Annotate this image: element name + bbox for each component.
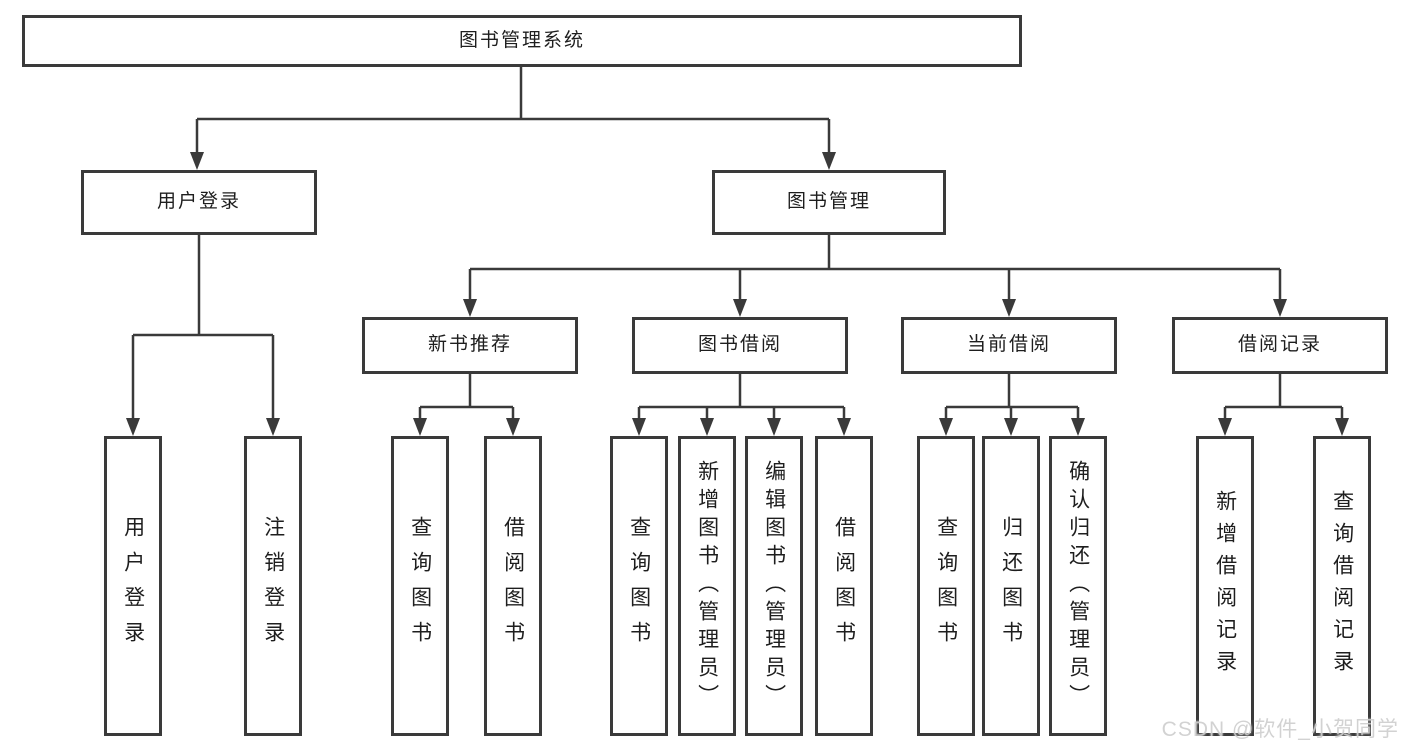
leaf-query-books-recommend: 查询图书 <box>391 436 449 736</box>
node-library-management-system: 图书管理系统 <box>22 15 1022 67</box>
node-new-book-recommend: 新书推荐 <box>362 317 578 374</box>
node-current-borrow: 当前借阅 <box>901 317 1117 374</box>
node-borrow-records: 借阅记录 <box>1172 317 1388 374</box>
connector-root <box>190 67 836 170</box>
leaf-borrow-books-recommend: 借阅图书 <box>484 436 542 736</box>
leaf-query-books-borrow: 查询图书 <box>610 436 668 736</box>
leaf-confirm-return-admin: 确认归还（管理员） <box>1049 436 1107 736</box>
node-book-borrow: 图书借阅 <box>632 317 848 374</box>
connector-borrow-records <box>1218 374 1349 436</box>
leaf-query-books-current: 查询图书 <box>917 436 975 736</box>
node-book-management: 图书管理 <box>712 170 946 235</box>
leaf-logout: 注销登录 <box>244 436 302 736</box>
leaf-borrow-books-borrow: 借阅图书 <box>815 436 873 736</box>
connector-new-book-recommend <box>413 374 520 436</box>
leaf-add-borrow-record: 新增借阅记录 <box>1196 436 1254 736</box>
leaf-return-books: 归还图书 <box>982 436 1040 736</box>
connector-current-borrow <box>939 374 1085 436</box>
node-user-login: 用户登录 <box>81 170 317 235</box>
connector-user-login <box>126 235 280 436</box>
connector-book-management <box>463 235 1287 317</box>
leaf-edit-book-admin: 编辑图书（管理员） <box>745 436 803 736</box>
leaf-query-borrow-record: 查询借阅记录 <box>1313 436 1371 736</box>
csdn-watermark: CSDN @软件_小贺同学 <box>1161 718 1399 741</box>
leaf-add-book-admin: 新增图书（管理员） <box>678 436 736 736</box>
leaf-user-login: 用户登录 <box>104 436 162 736</box>
connector-book-borrow <box>632 374 851 436</box>
